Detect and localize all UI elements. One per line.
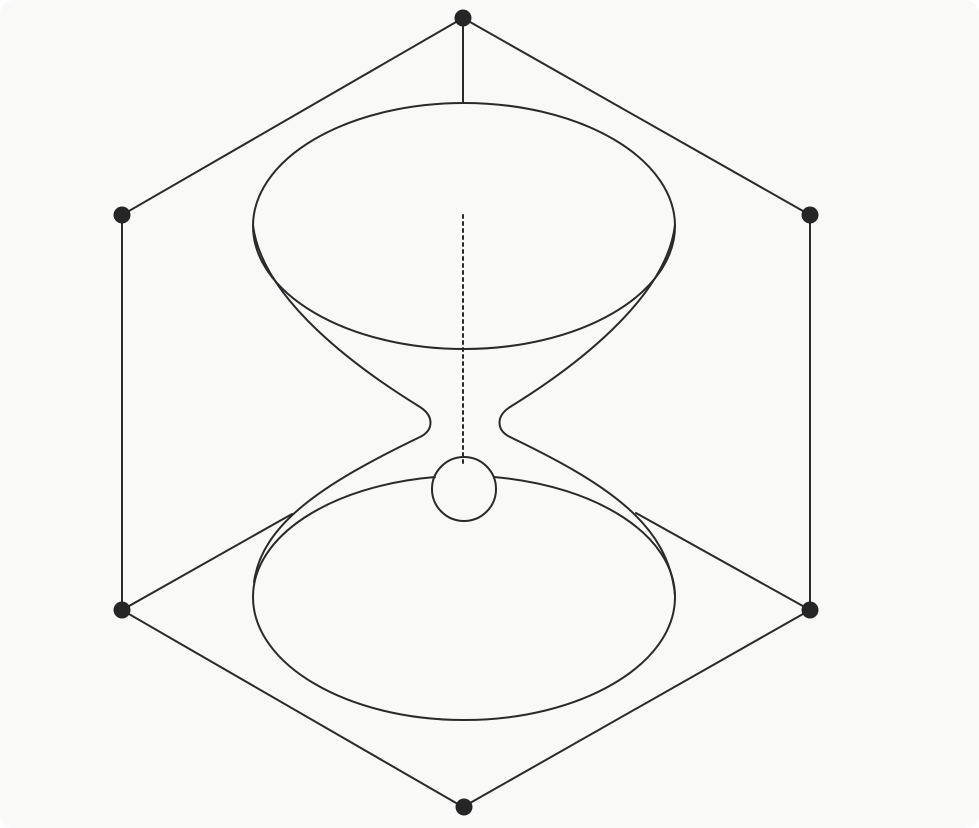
hexagon-bottom-left-edge — [121, 609, 464, 808]
top-ellipse — [252, 102, 676, 350]
inner-left-edge — [121, 513, 293, 611]
hexagon-outline — [121, 17, 811, 808]
sand-ball — [431, 456, 497, 522]
vertex-top — [454, 9, 472, 27]
vertex-bottom — [455, 798, 473, 816]
hourglass-shape — [252, 102, 676, 721]
vertex-lower-left — [113, 601, 131, 619]
hourglass-left-upper-side — [252, 224, 432, 583]
hexagon-top-left-edge — [121, 17, 464, 216]
inner-right-edge — [635, 512, 811, 611]
bottom-ellipse — [252, 476, 676, 721]
hourglass-right-upper-side — [498, 224, 676, 596]
vertex-lower-right — [801, 601, 819, 619]
hexagon-top-right-edge — [462, 17, 811, 216]
vertex-upper-right — [801, 206, 819, 224]
vertex-upper-left — [113, 206, 131, 224]
hexagon-bottom-right-edge — [462, 609, 811, 808]
hexagon-vertices — [113, 9, 819, 816]
